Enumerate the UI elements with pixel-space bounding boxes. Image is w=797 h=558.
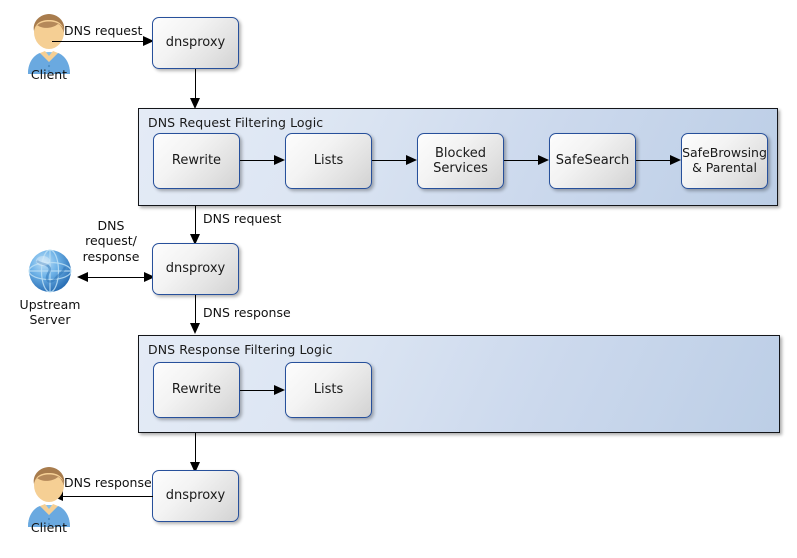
edge-client-to-proxy-top: [52, 41, 145, 43]
dnsproxy-bottom-label: dnsproxy: [165, 488, 226, 504]
arrowhead-to-proxy-middle: [144, 272, 155, 282]
arrowhead-rewrite-to-lists-request: [274, 155, 285, 165]
stage-lists-request-label: Lists: [313, 153, 344, 169]
edge-proxy-middle-to-upstream: [88, 277, 146, 279]
client-label-top: Client: [30, 67, 68, 82]
edge-label-drr-3: response: [82, 248, 140, 264]
stage-safesearch-label: SafeSearch: [555, 153, 630, 169]
stage-rewrite-request-label: Rewrite: [171, 153, 222, 169]
edge-response-panel-to-proxy-bottom: [195, 433, 197, 466]
stage-safebrowsing-parental[interactable]: SafeBrowsing & Parental: [681, 133, 768, 189]
dnsproxy-middle-box[interactable]: dnsproxy: [152, 243, 239, 295]
arrowhead-proxy-middle-to-response-panel: [190, 323, 200, 334]
edge-label-drr-1: DNS: [97, 218, 125, 233]
stage-blocked-services[interactable]: Blocked Services: [417, 133, 504, 189]
dnsproxy-middle-label: dnsproxy: [165, 261, 226, 277]
stage-safebrowsing-parental-label-1: SafeBrowsing: [682, 145, 767, 161]
arrowhead-panel-to-proxy-middle: [190, 234, 200, 245]
stage-safesearch[interactable]: SafeSearch: [549, 133, 636, 189]
edge-panel-to-proxy-middle: [195, 206, 197, 238]
edge-label-drr-2: request/: [85, 233, 137, 249]
edge-blocked-services-to-safesearch: [504, 160, 540, 162]
stage-safebrowsing-parental-label-2: & Parental: [692, 160, 757, 175]
stage-lists-response[interactable]: Lists: [285, 362, 372, 418]
arrowhead-safesearch-to-safebrowsing: [670, 155, 681, 165]
user-icon: [20, 465, 78, 537]
request-panel-title: DNS Request Filtering Logic: [148, 115, 324, 130]
stage-lists-request[interactable]: Lists: [285, 133, 372, 189]
edge-proxy-top-to-panel: [195, 69, 197, 101]
edge-label-dns-request-response: DNS request/ response: [76, 218, 146, 264]
edge-label-dns-request-top: DNS request: [64, 23, 143, 38]
arrowhead-lists-to-blocked-services: [406, 155, 417, 165]
globe-icon: [22, 243, 78, 299]
arrowhead-client-to-proxy-top: [143, 36, 154, 46]
edge-label-dns-response-bottom: DNS response: [64, 475, 152, 490]
client-label-bottom: Client: [30, 520, 68, 535]
dnsproxy-top-label: dnsproxy: [165, 35, 226, 51]
edge-rewrite-to-lists-request: [240, 160, 276, 162]
edge-rewrite-to-lists-response: [240, 390, 276, 392]
upstream-server-label-1: Upstream: [19, 297, 81, 312]
user-icon: [20, 12, 78, 84]
edge-label-dns-request-middle: DNS request: [203, 211, 282, 226]
response-filtering-panel: DNS Response Filtering Logic: [138, 335, 780, 433]
stage-lists-response-label: Lists: [313, 382, 344, 398]
dnsproxy-bottom-box[interactable]: dnsproxy: [152, 470, 239, 522]
edge-proxy-middle-to-response-panel: [195, 295, 197, 327]
edge-lists-to-blocked-services: [372, 160, 408, 162]
arrowhead-response-panel-to-proxy-bottom: [190, 462, 200, 473]
stage-rewrite-response[interactable]: Rewrite: [153, 362, 240, 418]
stage-rewrite-response-label: Rewrite: [171, 382, 222, 398]
edge-label-dns-response-middle: DNS response: [203, 305, 291, 320]
edge-proxy-bottom-to-client: [62, 496, 153, 498]
stage-rewrite-request[interactable]: Rewrite: [153, 133, 240, 189]
edge-safesearch-to-safebrowsing: [636, 160, 672, 162]
arrowhead-proxy-top-to-panel: [190, 98, 200, 109]
arrowhead-to-upstream: [77, 272, 88, 282]
upstream-server-label: Upstream Server: [8, 297, 92, 328]
arrowhead-blocked-services-to-safesearch: [538, 155, 549, 165]
stage-blocked-services-label-1: Blocked: [435, 145, 486, 161]
upstream-server-label-2: Server: [29, 311, 71, 327]
dnsproxy-top-box[interactable]: dnsproxy: [152, 17, 239, 69]
arrowhead-rewrite-to-lists-response: [274, 385, 285, 395]
response-panel-title: DNS Response Filtering Logic: [148, 342, 333, 357]
stage-blocked-services-label-2: Services: [433, 161, 488, 176]
